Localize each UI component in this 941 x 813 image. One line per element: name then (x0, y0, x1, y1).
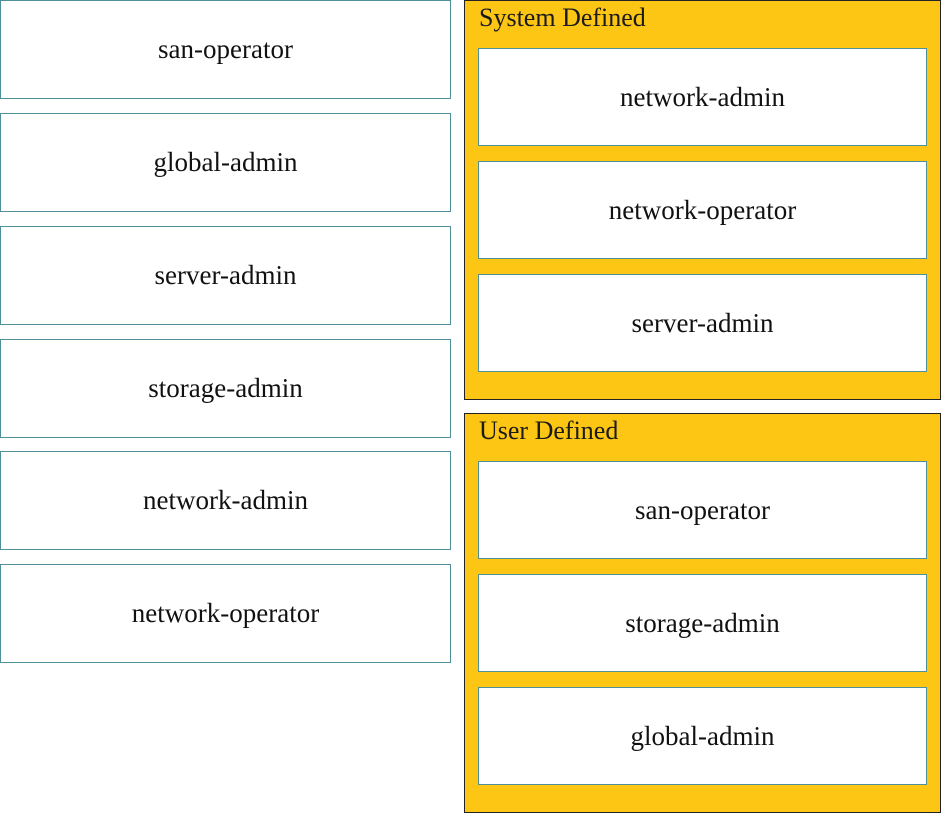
draggable-role-storage-admin[interactable]: storage-admin (0, 339, 451, 438)
user-defined-drop-zone[interactable]: User Defined san-operator storage-admin … (464, 413, 941, 813)
system-defined-slot-3[interactable]: server-admin (478, 274, 927, 372)
draggable-role-global-admin[interactable]: global-admin (0, 113, 451, 212)
user-defined-slot-1[interactable]: san-operator (478, 461, 927, 559)
user-defined-title: User Defined (479, 416, 619, 445)
draggable-role-network-admin[interactable]: network-admin (0, 451, 451, 550)
system-defined-drop-zone[interactable]: System Defined network-admin network-ope… (464, 0, 941, 400)
system-defined-slot-2[interactable]: network-operator (478, 161, 927, 259)
system-defined-slot-1[interactable]: network-admin (478, 48, 927, 146)
user-defined-slot-2[interactable]: storage-admin (478, 574, 927, 672)
draggable-role-san-operator[interactable]: san-operator (0, 0, 451, 99)
draggable-role-server-admin[interactable]: server-admin (0, 226, 451, 325)
user-defined-slot-3[interactable]: global-admin (478, 687, 927, 785)
system-defined-title: System Defined (479, 3, 646, 32)
draggable-role-network-operator[interactable]: network-operator (0, 564, 451, 663)
